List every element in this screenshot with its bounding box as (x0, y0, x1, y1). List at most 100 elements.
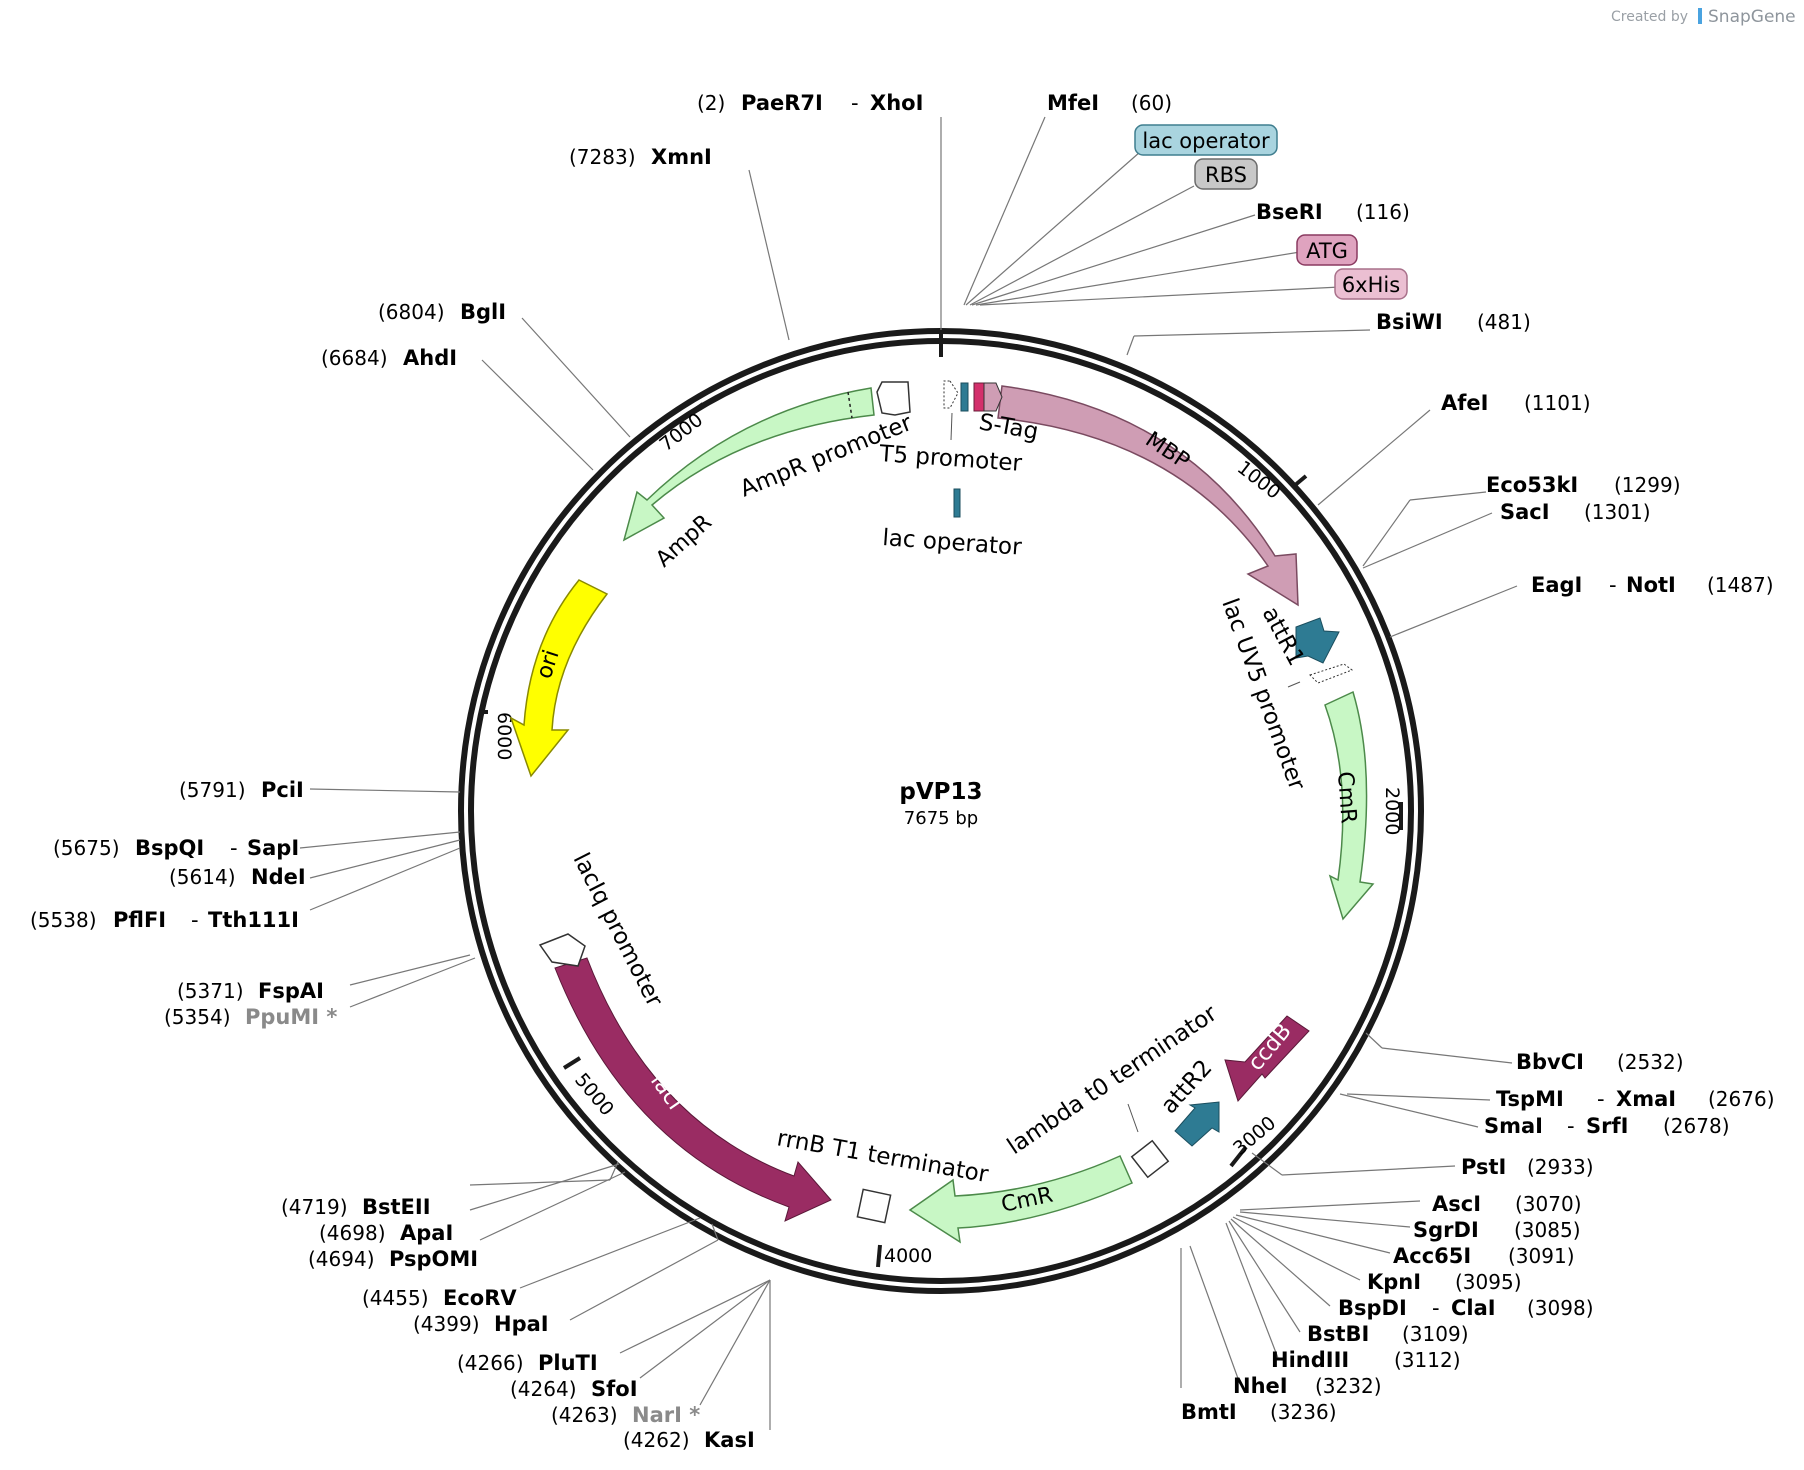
site-nhei: NheI (3232) (1233, 1374, 1382, 1398)
svg-text:EagI: EagI (1531, 573, 1582, 597)
svg-text:(6684): (6684) (321, 346, 388, 370)
svg-text:SgrDI: SgrDI (1413, 1218, 1479, 1242)
svg-text:FspAI: FspAI (258, 979, 324, 1003)
site-eco53ki: Eco53kI (1299) (1486, 473, 1681, 497)
svg-text:PstI: PstI (1461, 1155, 1506, 1179)
svg-text:BspDI: BspDI (1338, 1296, 1407, 1320)
svg-text:PaeR7I: PaeR7I (741, 91, 823, 115)
site-ecorv: (4455) EcoRV (362, 1286, 517, 1310)
site-bsteii: (4719) BstEII (281, 1195, 431, 1219)
svg-text:AfeI: AfeI (1441, 391, 1488, 415)
s-tag-feature (983, 382, 1003, 412)
svg-text:(5791): (5791) (179, 778, 246, 802)
lac-operator-inner-label: lac operator (882, 525, 1023, 561)
ccdb-feature-arrow[interactable] (1224, 1015, 1310, 1102)
site-bbvci: BbvCI (2532) (1516, 1050, 1684, 1074)
svg-text:(5538): (5538) (30, 908, 97, 932)
mbp-feature-arrow[interactable] (997, 385, 1299, 607)
site-eagi-noti: EagI - NotI (1487) (1531, 573, 1774, 597)
site-tspmi-xmai: TspMI - XmaI (2676) (1496, 1087, 1775, 1111)
site-kpni: KpnI (3095) (1367, 1270, 1522, 1294)
svg-text:(6804): (6804) (378, 300, 445, 324)
svg-text:(3112): (3112) (1394, 1348, 1461, 1372)
lac-operator-inner-feature (953, 488, 961, 518)
svg-text:(1299): (1299) (1614, 473, 1681, 497)
cmr-feature-arrow-2[interactable] (908, 1155, 1133, 1244)
svg-text:SfoI: SfoI (591, 1377, 638, 1401)
svg-text:BstEII: BstEII (362, 1195, 431, 1219)
site-bmti: BmtI (3236) (1181, 1400, 1337, 1424)
svg-text:(4719): (4719) (281, 1195, 348, 1219)
svg-text:(2678): (2678) (1663, 1114, 1730, 1138)
svg-text:(4262): (4262) (623, 1428, 690, 1452)
svg-text:NdeI: NdeI (251, 865, 306, 889)
svg-text:ClaI: ClaI (1451, 1296, 1496, 1320)
cmr-feature-arrow-1[interactable] (1324, 690, 1375, 921)
ampr-feature-arrow[interactable] (622, 387, 875, 542)
svg-text:AhdI: AhdI (403, 346, 457, 370)
svg-text:(1487): (1487) (1707, 573, 1774, 597)
svg-text:-: - (1597, 1087, 1605, 1111)
site-bgli: (6804) BglI (378, 300, 506, 324)
svg-text:PspOMI: PspOMI (389, 1247, 478, 1271)
ori-feature-arrow[interactable] (509, 579, 609, 778)
tick-marks (482, 333, 1403, 1268)
lac-operator-feature (960, 382, 969, 412)
svg-text:(60): (60) (1131, 91, 1172, 115)
svg-text:-: - (851, 91, 859, 115)
attr2-feature-arrow[interactable] (1174, 1101, 1220, 1147)
svg-text:MfeI: MfeI (1047, 91, 1099, 115)
svg-text:lac operator: lac operator (1142, 129, 1270, 153)
svg-text:KasI: KasI (704, 1428, 755, 1452)
t5-promoter-label: T5 promoter (878, 441, 1024, 477)
site-afei: AfeI (1101) (1441, 391, 1591, 415)
svg-text:KpnI: KpnI (1367, 1270, 1421, 1294)
ampr-promoter-feature (876, 381, 911, 416)
t5-promoter-feature (943, 380, 959, 409)
tick-3000 (1229, 1145, 1248, 1168)
svg-text:(3085): (3085) (1514, 1218, 1581, 1242)
svg-text:(3109): (3109) (1402, 1322, 1469, 1346)
site-xmni: (7283) XmnI (569, 145, 712, 169)
svg-text:SapI: SapI (247, 836, 299, 860)
rbs-box: RBS (1194, 158, 1258, 190)
svg-text:(3098): (3098) (1527, 1296, 1594, 1320)
svg-text:BseRI: BseRI (1256, 200, 1323, 224)
site-pflfi-tth111i: (5538) PflFI - Tth111I (30, 908, 299, 932)
svg-text:(4399): (4399) (413, 1312, 480, 1336)
site-apai: (4698) ApaI (319, 1221, 453, 1245)
svg-text:(2676): (2676) (1708, 1087, 1775, 1111)
svg-text:(4266): (4266) (457, 1351, 524, 1375)
svg-text:Acc65I: Acc65I (1393, 1244, 1471, 1268)
svg-text:(1301): (1301) (1584, 500, 1651, 524)
svg-text:(5371): (5371) (177, 979, 244, 1003)
attr1-feature-arrow[interactable] (1295, 617, 1340, 664)
svg-text:NheI: NheI (1233, 1374, 1288, 1398)
leader-lines (299, 116, 1518, 1430)
svg-text:(3232): (3232) (1315, 1374, 1382, 1398)
tick-7000 (694, 402, 705, 411)
svg-text:EcoRV: EcoRV (443, 1286, 517, 1310)
svg-text:BbvCI: BbvCI (1516, 1050, 1584, 1074)
svg-text:TspMI: TspMI (1496, 1087, 1564, 1111)
site-smai-srfi: SmaI - SrfI (2678) (1484, 1114, 1730, 1138)
svg-text:(7283): (7283) (569, 145, 636, 169)
svg-text:HpaI: HpaI (494, 1312, 549, 1336)
site-bspdi-clai: BspDI - ClaI (3098) (1338, 1296, 1594, 1320)
laci-feature-arrow[interactable] (554, 957, 832, 1222)
svg-text:XmnI: XmnI (651, 145, 712, 169)
plasmid-length: 7675 bp (904, 808, 978, 829)
credit-brand: SnapGene (1708, 7, 1796, 27)
svg-text:(4263): (4263) (551, 1403, 618, 1427)
svg-text:(3070): (3070) (1515, 1192, 1582, 1216)
svg-text:(4694): (4694) (308, 1247, 375, 1271)
rbs-atg-feature (973, 382, 985, 412)
svg-text:PciI: PciI (261, 778, 304, 802)
site-pspomi: (4694) PspOMI (308, 1247, 478, 1271)
svg-text:PluTI: PluTI (538, 1351, 598, 1375)
svg-text:BmtI: BmtI (1181, 1400, 1237, 1424)
site-ppumi: (5354) PpuMI * (164, 1005, 337, 1029)
site-pluti: (4266) PluTI (457, 1351, 598, 1375)
site-bseri: BseRI (116) (1256, 200, 1410, 224)
lambda-t0-terminator-feature (1130, 1139, 1170, 1179)
